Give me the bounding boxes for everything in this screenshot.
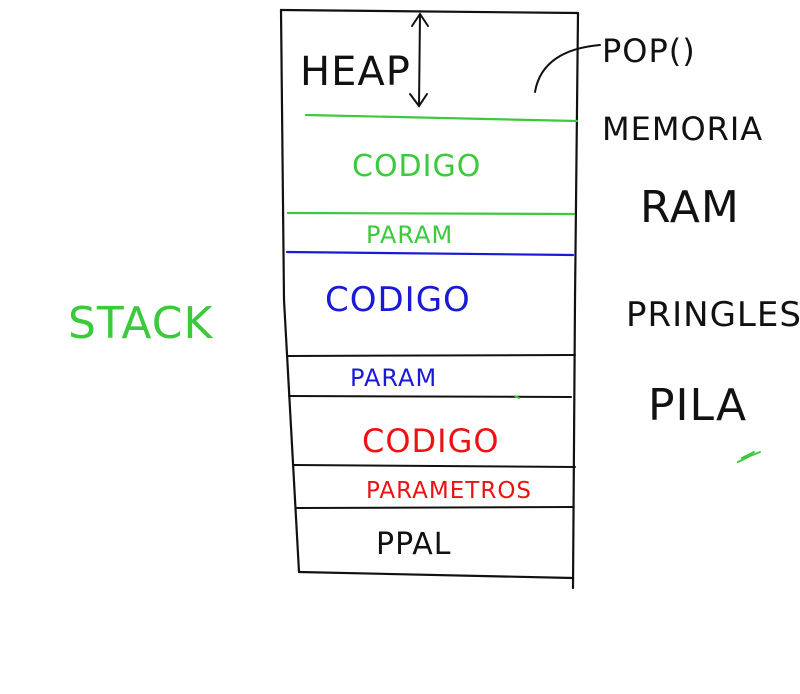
- green-dot-mark: [514, 395, 520, 399]
- ram-label: RAM: [640, 182, 740, 233]
- segment-label-parametros-red: PARAMETROS: [366, 478, 532, 504]
- divider-ppal: [296, 506, 574, 509]
- divider-blue: [285, 250, 575, 257]
- memoria-label: MEMORIA: [602, 110, 763, 148]
- segment-label-codigo-blue: CODIGO: [325, 280, 471, 320]
- heap-double-arrow-icon: [409, 12, 429, 108]
- divider-red: [288, 395, 572, 398]
- heap-label: HEAP: [300, 49, 411, 95]
- segment-label-codigo-green: CODIGO: [352, 149, 481, 184]
- divider-blue-param: [286, 354, 576, 357]
- segment-label-ppal: PPAL: [376, 527, 452, 562]
- segment-label-param-green: PARAM: [366, 221, 453, 249]
- divider-green-param: [286, 211, 576, 216]
- box-bottom-edge: [297, 570, 575, 580]
- segment-label-param-blue: PARAM: [350, 364, 437, 392]
- segment-label-codigo-red: CODIGO: [362, 422, 500, 460]
- box-right-edge: [571, 11, 580, 590]
- box-top-edge: [279, 8, 580, 15]
- pila-label: PILA: [648, 380, 747, 431]
- pop-pointer-curve: [534, 44, 601, 93]
- green-scribble-mark: [737, 451, 761, 463]
- pop-label: POP(): [602, 32, 696, 70]
- divider-red-param: [293, 464, 576, 468]
- stack-label: STACK: [68, 298, 213, 349]
- divider-heap-green: [304, 113, 579, 123]
- box-left-edge: [279, 8, 301, 574]
- pringles-label: PRINGLES: [626, 295, 800, 335]
